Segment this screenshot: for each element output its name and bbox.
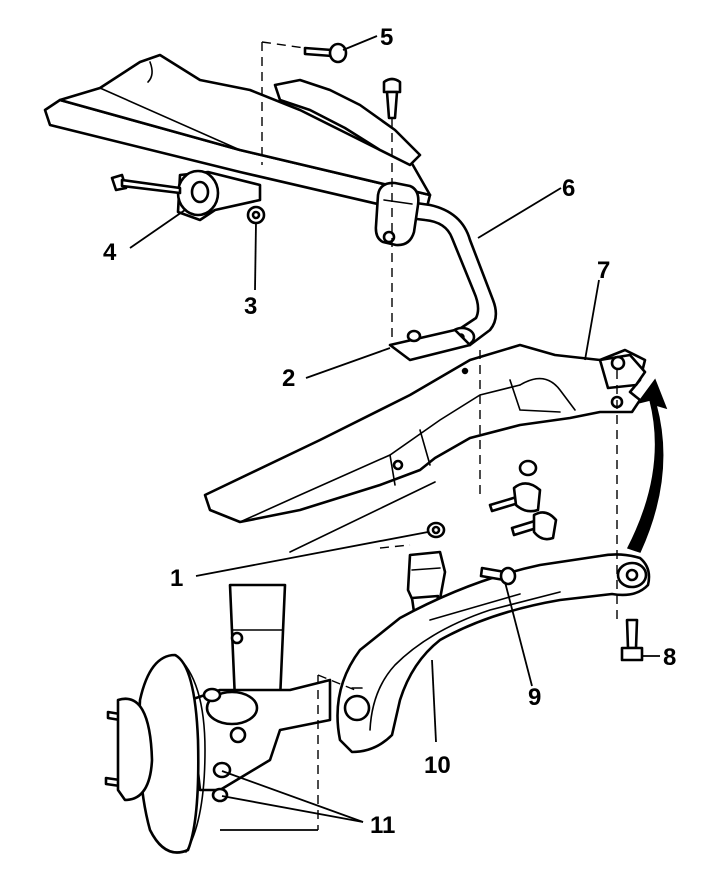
body-rail [43,53,432,217]
link-bolts [488,459,558,541]
strut [228,583,287,702]
callout-8: 8 [663,644,676,671]
brake-disc [104,653,206,854]
callout-6: 6 [562,175,575,202]
bolt-9 [479,566,517,586]
callout-3: 3 [244,293,257,320]
nut-3 [246,205,266,225]
subframe-7 [203,343,647,553]
hub-knuckle [188,678,332,803]
leader-lines [129,35,660,831]
callout-11: 11 [370,812,395,839]
callout-9: 9 [528,684,541,711]
clamp-bolt [382,77,402,120]
plate-2 [388,328,472,362]
assembly-arrow [626,378,668,553]
callout-2: 2 [282,365,295,392]
bushing-4 [110,169,262,222]
callout-4: 4 [103,239,117,266]
callout-labels: 1 2 3 4 5 6 7 8 9 10 11 [103,24,676,839]
dashed-guides [261,41,618,830]
callout-10: 10 [424,752,451,779]
lower-arm-10 [336,553,651,754]
bolt-8 [620,618,644,662]
callout-1: 1 [170,565,183,592]
callout-7: 7 [597,257,610,284]
nut-1 [426,521,446,539]
callout-5: 5 [380,24,393,51]
stabilizer-clamp [374,181,420,247]
bolt-5 [303,42,348,64]
